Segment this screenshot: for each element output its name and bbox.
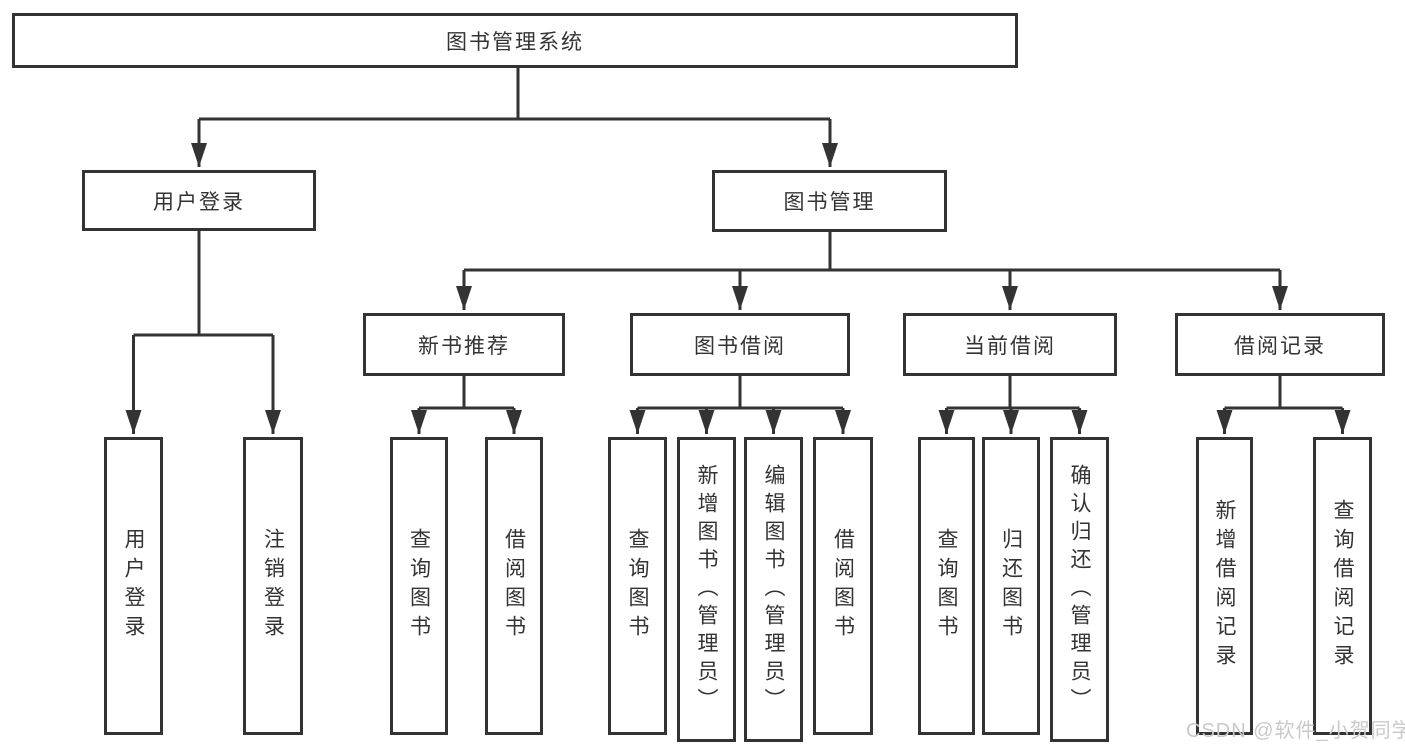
node-leaf-br-add-record: 新增借阅记录 bbox=[1196, 437, 1253, 735]
node-leaf-user-login: 用户登录 bbox=[104, 437, 163, 735]
node-branch-book-management: 图书管理 bbox=[712, 170, 947, 232]
node-leaf-bb-add-books-admin: 新增图书（管理员） bbox=[677, 437, 736, 742]
node-module-current-borrowing: 当前借阅 bbox=[903, 313, 1117, 376]
node-leaf-bb-borrow-books: 借阅图书 bbox=[813, 437, 873, 735]
node-leaf-logout: 注销登录 bbox=[243, 437, 303, 735]
node-leaf-bb-edit-books-admin: 编辑图书（管理员） bbox=[744, 437, 803, 742]
node-root-system: 图书管理系统 bbox=[12, 13, 1018, 68]
node-module-new-book-recommend: 新书推荐 bbox=[363, 313, 565, 376]
node-leaf-nbr-borrow-books: 借阅图书 bbox=[485, 437, 543, 735]
node-leaf-cb-confirm-return-admin: 确认归还（管理员） bbox=[1050, 437, 1109, 742]
node-leaf-cb-return-books: 归还图书 bbox=[982, 437, 1040, 735]
node-leaf-bb-query-books: 查询图书 bbox=[608, 437, 667, 735]
node-leaf-nbr-query-books: 查询图书 bbox=[390, 437, 448, 735]
node-module-book-borrowing: 图书借阅 bbox=[630, 313, 850, 376]
node-leaf-br-query-record: 查询借阅记录 bbox=[1313, 437, 1372, 735]
csdn-watermark: CSDN @软件_小贺同学 bbox=[1186, 720, 1405, 742]
node-branch-user-login: 用户登录 bbox=[82, 170, 316, 231]
node-module-borrowing-records: 借阅记录 bbox=[1175, 313, 1385, 376]
node-leaf-cb-query-books: 查询图书 bbox=[918, 437, 975, 735]
